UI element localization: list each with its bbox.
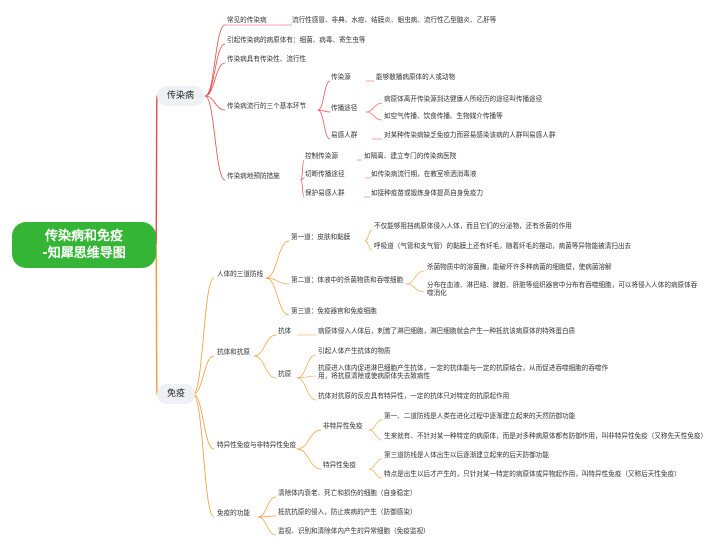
node-first-line[interactable]: 第一道：皮肤和黏膜 (291, 233, 351, 241)
connector-line (204, 24, 226, 97)
node-nonspecific[interactable]: 非特异性免疫 (323, 422, 363, 430)
node-infectious-disease[interactable]: 传染病 (157, 86, 205, 106)
node-function-3[interactable]: 监视、识别和清除体内产生的异常细胞（免疫监视） (278, 527, 430, 535)
node-contagious-epidemic[interactable]: 传染病具有传染性、流行性 (227, 55, 307, 63)
connector-line (253, 334, 277, 357)
connector-line (300, 159, 305, 181)
connector-line (257, 496, 277, 518)
node-specific-desc-1[interactable]: 第三道防线是人体出生以后逐渐建立起来的后天防御功能 (384, 451, 549, 459)
node-susceptible[interactable]: 易感人群 (331, 131, 358, 139)
connector-line (364, 240, 373, 251)
node-route-desc-2[interactable]: 如空气传播、饮食传播、生物媒介传播等 (384, 112, 503, 120)
node-prevention[interactable]: 传染病地预防措施 (227, 172, 280, 180)
connector-line (257, 516, 277, 536)
root-title: 传染病和免疫 (44, 229, 123, 244)
connector-line (405, 270, 425, 285)
connector-line (296, 448, 322, 470)
connector-line (405, 283, 425, 293)
root-subtitle: -知犀思维导图 (42, 246, 126, 261)
root-node[interactable]: 传染病和免疫 -知犀思维导图 (12, 222, 156, 268)
connector-line (192, 393, 215, 518)
connector-line (204, 95, 226, 181)
connector-line (155, 95, 158, 246)
node-antibody-desc[interactable]: 病原体侵入人体后，刺激了淋巴细胞，淋巴细胞就会产生一种抵抗该病原体的特殊蛋白质 (318, 327, 576, 335)
node-immune-functions[interactable]: 免疫的功能 (217, 509, 250, 517)
connector-line (204, 95, 226, 111)
node-control-source-desc[interactable]: 如隔离、建立专门的传染病医院 (364, 152, 457, 160)
connector-line (296, 377, 317, 401)
connector-line (368, 429, 383, 441)
node-three-links[interactable]: 传染病流行的三个基本环节 (227, 102, 307, 110)
node-immunity[interactable]: 免疫 (157, 384, 196, 404)
connector-line (204, 43, 226, 97)
node-cut-route[interactable]: 切断传播途径 (305, 170, 345, 178)
node-three-defenses[interactable]: 人体的三道防线 (217, 270, 264, 278)
connector-line (192, 277, 215, 395)
node-cut-route-desc[interactable]: 如传染病流行期，在教室喷洒消毒液 (371, 170, 477, 178)
node-protect-susceptible[interactable]: 保护易感人群 (305, 189, 345, 197)
node-source-desc[interactable]: 能够散播病原体的人或动物 (376, 73, 456, 81)
node-route-desc-1[interactable]: 病原体离开传染源到达健康人所经历的途径叫传播途径 (384, 95, 543, 103)
connector-line (365, 102, 383, 113)
node-antibody[interactable]: 抗体 (278, 327, 292, 335)
connector-line (365, 111, 383, 121)
connector-line (296, 429, 322, 450)
connector-line (296, 375, 317, 379)
connector-line (317, 109, 331, 113)
connector-line (364, 229, 373, 242)
node-susceptible-desc[interactable]: 对某种传染病缺乏免疫力而容易感染该病的人群叫易感人群 (384, 131, 556, 139)
connector-line (192, 355, 215, 395)
connector-line (317, 80, 331, 111)
connector-line (368, 458, 383, 470)
node-first-line-desc-2[interactable]: 呼吸道（气管和支气管）的黏膜上还有纤毛，随着纤毛的摆动，病菌等异物能被清扫出去 (374, 242, 632, 250)
node-protect-susceptible-desc[interactable]: 如接种疫苗或锻炼身体提高自身免疫力 (371, 189, 484, 197)
connector-line (368, 468, 383, 479)
node-route[interactable]: 传播途径 (331, 104, 358, 112)
node-pathogens[interactable]: 引起传染病的病原体有：细菌、病毒、寄生虫等 (227, 36, 366, 44)
connector-line (368, 419, 383, 431)
node-second-line-desc-2[interactable]: 分布在血液、淋巴结、脾脏、肝脏等组织器官中分布有吞噬细胞，可以将侵入人体的病原体… (427, 281, 698, 298)
node-control-source[interactable]: 控制传染源 (305, 152, 338, 160)
connector-line (155, 244, 158, 395)
connector-line (265, 240, 290, 279)
connector-line (192, 393, 215, 450)
node-second-line-desc-1[interactable]: 杀菌物质中的溶菌酶，能破坏许多种病菌的细胞壁，使病菌溶解 (427, 263, 612, 271)
node-third-line[interactable]: 第三道：免疫器官和免疫细胞 (291, 307, 377, 315)
connector-line (204, 62, 226, 97)
connector-line (300, 179, 305, 198)
node-common-diseases-list[interactable]: 流行性感冒、非典、水痘、结膜炎、蛔虫病、流行性乙型脑炎、乙肝等 (292, 16, 497, 24)
node-nonspecific-desc-2[interactable]: 生来就有、不针对某一种特定的病原体，而是对多种病原体都有防御作用，叫非特异性免疫… (384, 432, 708, 440)
node-specific[interactable]: 特异性免疫 (323, 461, 356, 469)
connector-line (265, 277, 290, 285)
node-common-diseases[interactable]: 常见的传染病 (227, 16, 267, 24)
node-specific-desc-2[interactable]: 特点是出生以后才产生的，只针对某一特定的病原体或异物起作用，叫特异性免疫（又称后… (384, 470, 681, 478)
node-antigen[interactable]: 抗原 (278, 370, 292, 378)
node-nonspecific-desc-1[interactable]: 第一、二道防线是人类在进化过程中逐渐建立起来的天然防御功能 (384, 412, 576, 420)
node-function-2[interactable]: 抵抗抗原的侵入，防止疾病的产生（防御感染） (278, 508, 417, 516)
connector-line (296, 354, 317, 379)
node-antigen-desc-3[interactable]: 抗体对抗原的反应具有特异性，一定的抗体只对特定的抗原起作用 (318, 392, 510, 400)
node-antigen-desc-2[interactable]: 抗原进入体内促进淋巴细胞产生抗体，一定的抗体能与一定的抗原结合，从而促进吞噬细胞… (318, 364, 609, 381)
connector-line (265, 277, 290, 316)
node-second-line[interactable]: 第二道：体液中的杀菌物质和吞噬细胞 (291, 276, 404, 284)
node-first-line-desc-1[interactable]: 不仅能够阻挡病原体侵入人体，而且它们的分泌物，还有杀菌的作用 (374, 222, 572, 230)
node-antibody-antigen[interactable]: 抗体和抗原 (217, 348, 250, 356)
connector-line (253, 355, 277, 379)
node-source[interactable]: 传染源 (331, 73, 351, 81)
node-function-1[interactable]: 清除体内衰老、死亡和损伤的细胞（自身稳定） (278, 489, 417, 497)
node-specific-nonspecific[interactable]: 特异性免疫与非特异性免疫 (217, 441, 297, 449)
node-antigen-desc-1[interactable]: 引起人体产生抗体的物质 (318, 347, 391, 355)
connector-line (317, 109, 331, 140)
